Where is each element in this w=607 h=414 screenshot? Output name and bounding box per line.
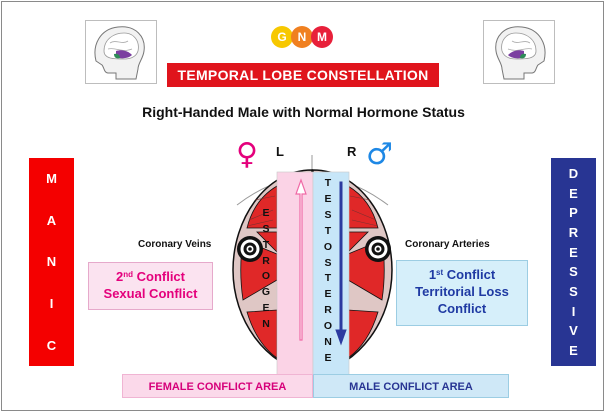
conflict-ordinal: nd — [123, 270, 133, 279]
conflict-word: Conflict — [133, 269, 185, 284]
depressive-letter: D — [568, 166, 579, 181]
estrogen-letter: S — [262, 222, 270, 235]
diagram-title: TEMPORAL LOBE CONSTELLATION — [167, 63, 439, 87]
testosterone-arrow — [335, 181, 347, 346]
right-hemisphere-label: R — [347, 144, 357, 159]
manic-letter: I — [49, 296, 54, 312]
depressive-letter: E — [569, 244, 578, 260]
testosterone-letter: O — [323, 240, 333, 253]
estrogen-letter: N — [262, 317, 270, 330]
depressive-letter: E — [569, 342, 578, 358]
logo-letter-m: M — [311, 26, 333, 48]
testosterone-letter: N — [324, 336, 332, 349]
gnm-logo: G N M — [271, 26, 349, 48]
coronary-arteries-label: Coronary Arteries — [405, 239, 490, 250]
left-target-icon — [237, 236, 263, 262]
testosterone-letter: E — [324, 192, 332, 205]
second-conflict-heading: 2nd Conflict — [89, 268, 212, 285]
male-conflict-area: MALE CONFLICT AREA — [313, 374, 509, 398]
first-conflict-box: 1st Conflict Territorial Loss Conflict — [396, 260, 528, 326]
testosterone-letter: O — [323, 320, 333, 333]
estrogen-letter: R — [262, 254, 270, 267]
female-conflict-area: FEMALE CONFLICT AREA — [122, 374, 313, 398]
manic-letter: N — [46, 254, 57, 270]
left-hemisphere-label: L — [276, 144, 284, 159]
testosterone-label: T E S T O S T E R O N E — [318, 178, 338, 364]
sexual-conflict-text: Sexual Conflict — [103, 286, 198, 301]
conflict-ordinal: st — [436, 268, 444, 277]
conflict-number: 1 — [428, 267, 437, 282]
right-red-lobes — [347, 185, 385, 359]
manic-letter: A — [46, 212, 57, 228]
testosterone-letter: T — [324, 224, 332, 237]
testosterone-letter: E — [324, 288, 332, 301]
estrogen-arrow — [295, 178, 307, 341]
brain-cross-section — [232, 155, 393, 380]
territorial-loss-text: Territorial Loss — [415, 284, 509, 299]
left-red-lobes — [240, 185, 278, 359]
conflict-word: Conflict — [443, 267, 496, 282]
estrogen-letter: E — [262, 302, 270, 315]
testosterone-letter: S — [324, 256, 332, 269]
manic-column: M A N I C — [29, 158, 74, 366]
depressive-letter: E — [569, 185, 578, 201]
estrogen-letter: T — [262, 238, 270, 251]
testosterone-letter: S — [324, 208, 332, 221]
conflict-number: 2 — [115, 269, 124, 284]
depressive-letter: R — [568, 224, 579, 240]
conflict-text: Conflict — [437, 301, 487, 316]
brain-head-icon-left — [85, 20, 157, 84]
brain-head-icon-right — [483, 20, 555, 84]
female-symbol-icon: ♀ — [236, 137, 258, 172]
right-target-icon — [365, 236, 391, 262]
male-symbol-icon: ♂ — [366, 137, 393, 172]
second-conflict-box: 2nd Conflict Sexual Conflict — [88, 262, 213, 310]
estrogen-column — [276, 171, 314, 380]
logo-letter-g: G — [271, 26, 293, 48]
diagram-subtitle: Right-Handed Male with Normal Hormone St… — [142, 104, 465, 120]
testosterone-letter: T — [324, 177, 332, 189]
estrogen-label: E S T R O G E N — [256, 208, 276, 330]
striations — [246, 195, 379, 227]
coronary-veins-label: Coronary Veins — [138, 239, 212, 250]
manic-letter: C — [46, 337, 57, 353]
testosterone-column — [312, 171, 350, 380]
depressive-letter: V — [569, 323, 578, 339]
depressive-letter: S — [569, 264, 578, 280]
first-conflict-heading: 1st Conflict — [397, 266, 527, 283]
testosterone-letter: R — [324, 304, 332, 317]
estrogen-letter: O — [261, 270, 271, 283]
logo-letter-n: N — [291, 26, 313, 48]
testosterone-letter: E — [324, 351, 332, 364]
depressive-letter: P — [569, 205, 578, 221]
depressive-letter: S — [569, 283, 578, 299]
estrogen-letter: G — [261, 286, 271, 299]
testosterone-letter: T — [324, 272, 332, 285]
depressive-letter: I — [571, 303, 576, 319]
depressive-column: D E P R E S S I V E — [551, 158, 596, 366]
estrogen-letter: E — [262, 207, 270, 219]
manic-letter: M — [46, 171, 57, 187]
